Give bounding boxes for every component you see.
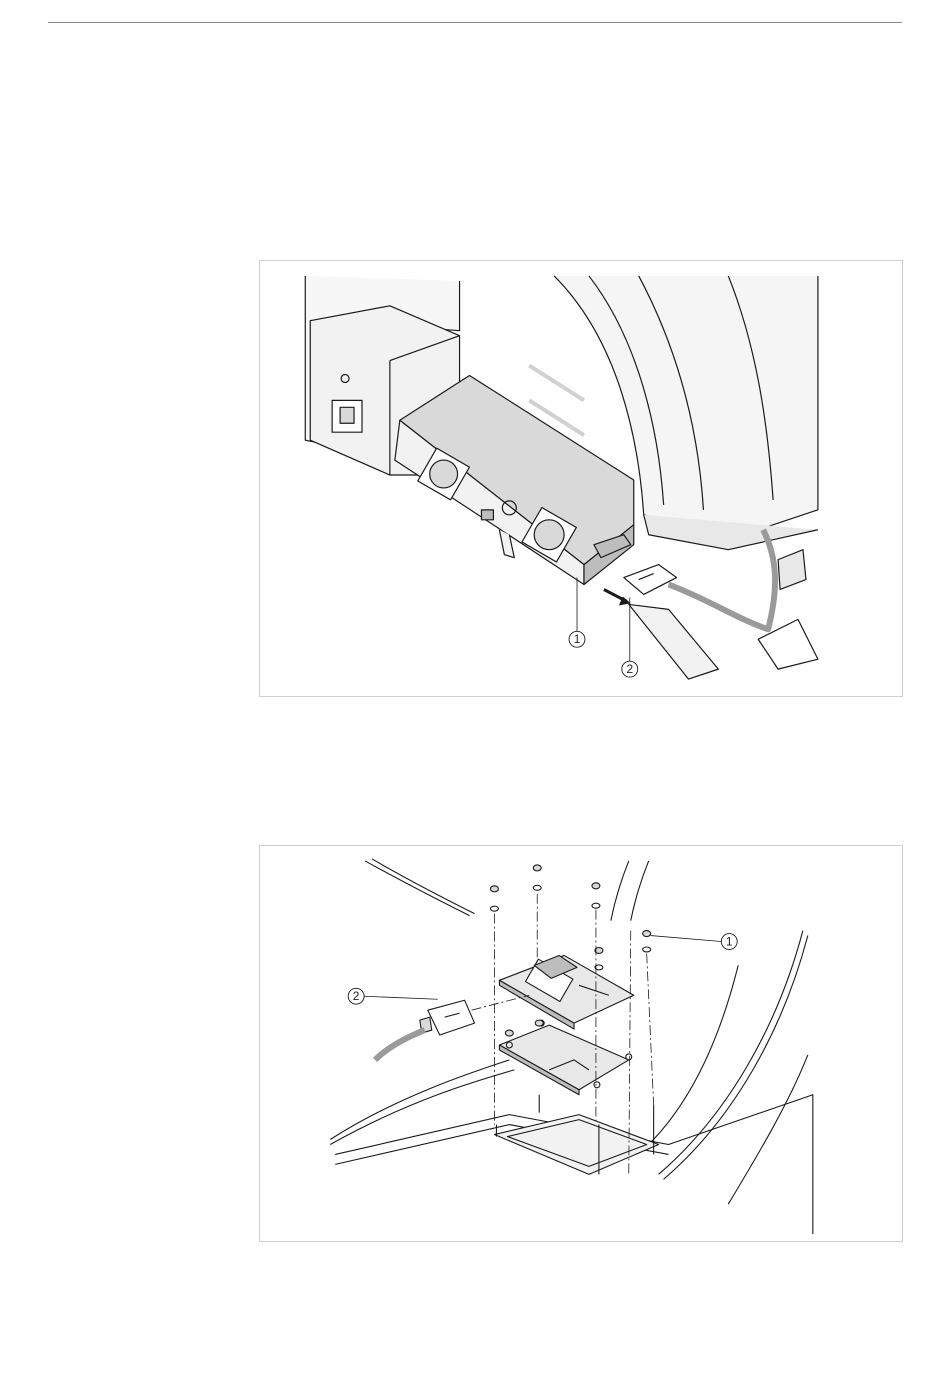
callout-1-label: 1 [574,632,581,646]
callout-2-label: 2 [353,989,360,1003]
figure-remove-electronics-box: 1 2 [259,260,903,697]
illustration-connector-plate: 1 2 [260,846,902,1241]
illustration-electronics-box: 1 2 [260,261,902,696]
header-rule [48,22,902,23]
callout-1-label: 1 [726,934,733,948]
callout-2-label: 2 [626,662,633,676]
figure-connector-plate-exploded: 1 2 [259,845,903,1242]
